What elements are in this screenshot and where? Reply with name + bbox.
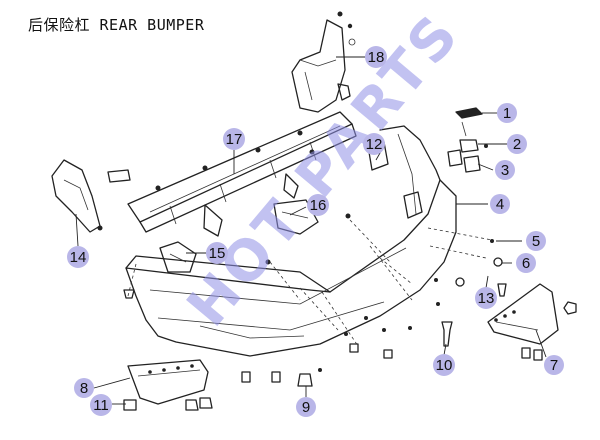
callout-9: 9 — [296, 397, 316, 417]
callout-label-8: 8 — [80, 380, 88, 397]
callout-label-18: 18 — [368, 49, 385, 66]
callout-16: 16 — [307, 194, 329, 216]
callout-14: 14 — [67, 246, 89, 268]
callout-label-2: 2 — [513, 136, 521, 153]
callout-label-15: 15 — [209, 245, 226, 262]
clip-small — [107, 169, 131, 183]
callout-17: 17 — [223, 128, 245, 150]
callout-11: 11 — [90, 394, 112, 416]
fasteners — [123, 239, 577, 411]
fastener-guides — [127, 219, 493, 347]
callout-label-16: 16 — [310, 197, 327, 214]
clip-part-2 — [459, 139, 488, 153]
callout-15: 15 — [206, 242, 228, 264]
reflector-part-1 — [455, 107, 483, 137]
bracket-part-18 — [291, 11, 356, 113]
callout-label-11: 11 — [93, 397, 109, 414]
callout-10: 10 — [433, 354, 455, 376]
callout-label-1: 1 — [503, 105, 511, 122]
callout-label-12: 12 — [366, 136, 383, 153]
callout-6: 6 — [516, 253, 536, 273]
callout-label-4: 4 — [496, 196, 504, 213]
callout-label-3: 3 — [501, 162, 509, 179]
side-bracket-part-14 — [51, 159, 103, 233]
callout-label-17: 17 — [226, 131, 243, 148]
leader-lines — [75, 56, 547, 405]
callout-label-5: 5 — [532, 233, 540, 250]
clip-part-3 — [447, 149, 481, 173]
callout-label-14: 14 — [70, 249, 87, 266]
diagram-title: 后保险杠 REAR BUMPER — [28, 16, 205, 34]
lower-deflector-part-8 — [127, 359, 209, 405]
callout-4: 4 — [490, 194, 510, 214]
callout-label-10: 10 — [436, 357, 453, 374]
side-deflector-part-7 — [487, 283, 559, 361]
callout-2: 2 — [507, 134, 527, 154]
callout-13: 13 — [475, 287, 497, 309]
callout-7: 7 — [544, 355, 564, 375]
callout-1: 1 — [497, 103, 517, 123]
callout-label-7: 7 — [550, 357, 558, 374]
callout-label-13: 13 — [478, 290, 495, 307]
callout-3: 3 — [495, 160, 515, 180]
callout-12: 12 — [363, 133, 385, 155]
callout-label-6: 6 — [522, 255, 530, 272]
callout-label-9: 9 — [302, 399, 310, 416]
callout-8: 8 — [74, 378, 94, 398]
callout-18: 18 — [365, 46, 387, 68]
reinforcement-beam-part-17 — [127, 111, 357, 237]
bumper-fascia-part-4 — [125, 125, 457, 357]
callout-5: 5 — [526, 231, 546, 251]
